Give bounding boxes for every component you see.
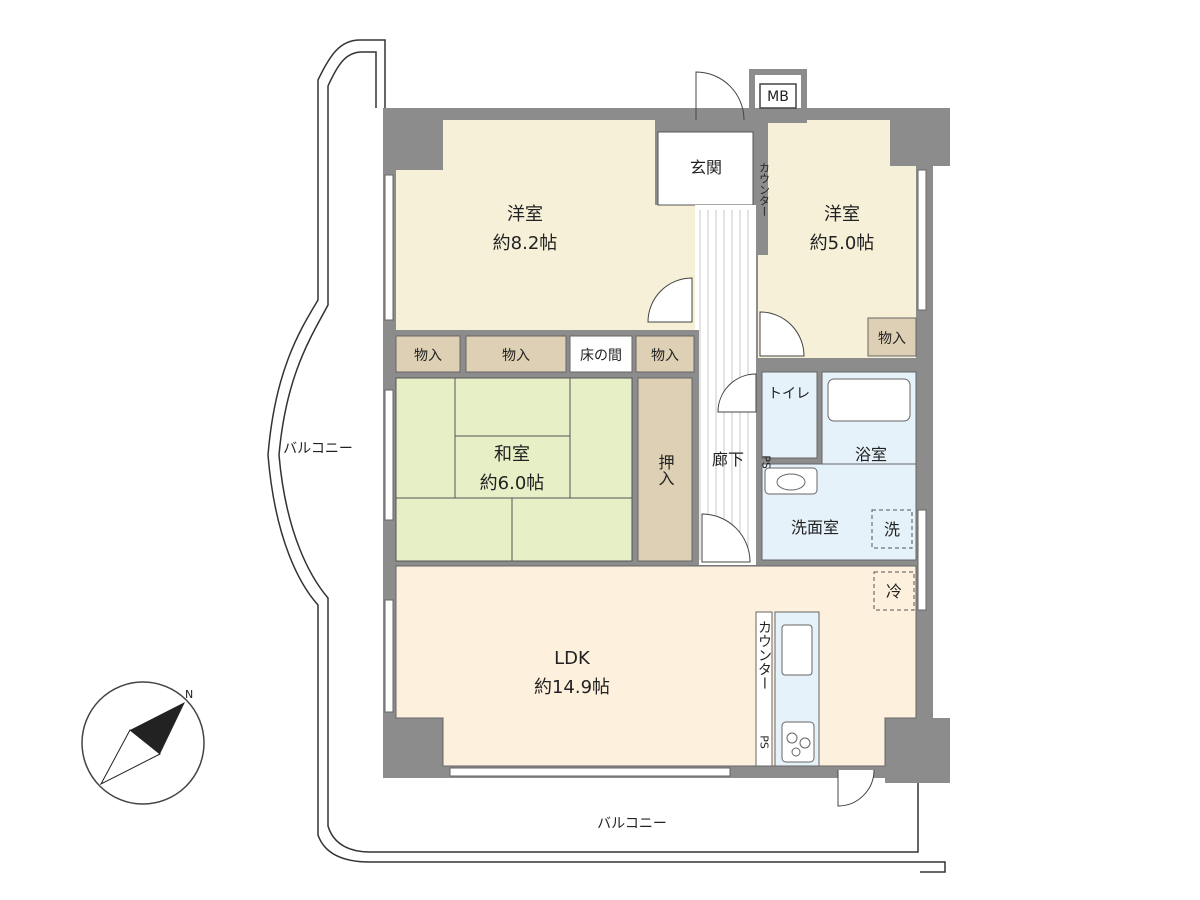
japanese-room-name: 和室	[494, 444, 530, 465]
balcony-outline	[267, 39, 946, 873]
bathtub	[827, 378, 911, 422]
japanese-room	[395, 377, 633, 562]
door-ldk	[701, 513, 751, 563]
oshiire-label: 押入	[656, 454, 675, 486]
counter-kitchen-label: カウンター	[756, 620, 772, 690]
toilet-room	[761, 371, 818, 459]
burner-3	[791, 747, 801, 757]
door-balcony	[837, 769, 875, 807]
entrance	[657, 131, 754, 206]
closet-4-area	[867, 317, 917, 357]
ps-label-1: PS	[760, 455, 773, 469]
sink-basin	[776, 473, 806, 491]
kitchen-sink	[781, 624, 813, 676]
closet-2-area	[465, 335, 567, 373]
counter-strip	[755, 611, 773, 767]
balcony-south-label: バルコニー	[597, 816, 667, 832]
ldk-room	[395, 565, 917, 767]
hallway-label: 廊下	[712, 450, 744, 469]
vanity-sink	[764, 467, 818, 495]
closet-3-area	[635, 335, 695, 373]
western-room-b-name: 洋室	[824, 204, 860, 225]
western-room-a-name: 洋室	[507, 204, 543, 225]
mb-box	[759, 83, 797, 109]
washer-label: 洗	[884, 520, 900, 539]
tokonoma-label: 床の間	[580, 348, 622, 364]
burner-1	[786, 732, 798, 744]
western-room-a-size: 約8.2帖	[493, 233, 558, 254]
mb-label: MB	[767, 89, 789, 105]
door-hall-toilet	[717, 373, 757, 413]
burner-2	[799, 737, 811, 749]
washroom-label: 洗面室	[791, 518, 839, 537]
entrance-door	[695, 71, 745, 121]
toilet-label: トイレ	[768, 386, 810, 402]
mb-wall	[749, 69, 807, 123]
washer-slot	[871, 509, 913, 549]
western-room-a	[396, 120, 695, 330]
compass-needle-south	[99, 729, 161, 786]
ldk-size: 約14.9帖	[534, 677, 610, 698]
compass-north-label: N	[185, 688, 193, 701]
oshiire-area	[637, 377, 693, 562]
japanese-room-size: 約6.0帖	[480, 473, 545, 494]
western-room-b-size: 約5.0帖	[810, 233, 875, 254]
closet-3-label: 物入	[651, 348, 679, 364]
closet-2-label: 物入	[502, 348, 530, 364]
door-western-a	[647, 277, 693, 323]
entrance-label: 玄関	[690, 158, 722, 177]
western-room-b	[758, 120, 916, 358]
tokonoma-area	[569, 335, 633, 373]
stove	[781, 721, 815, 763]
pillar-se	[885, 718, 950, 783]
tatami-lines	[396, 378, 632, 561]
closet-1-label: 物入	[414, 348, 442, 364]
fridge-label: 冷	[886, 582, 902, 601]
closet-4-label: 物入	[878, 331, 906, 347]
windows	[384, 169, 927, 777]
ps-label-2: PS	[758, 735, 771, 749]
pillar-sw	[383, 718, 443, 778]
bath-label: 浴室	[855, 445, 887, 464]
closet-1-area	[395, 335, 461, 373]
counter-top-label: カウンター	[758, 162, 771, 217]
ldk-name: LDK	[554, 648, 591, 669]
compass-circle	[81, 681, 205, 805]
pillar-nw	[383, 108, 443, 168]
balcony-west-label: バルコニー	[283, 441, 353, 457]
compass: N	[81, 681, 205, 805]
door-western-b	[759, 311, 805, 357]
pillar-ne	[890, 108, 950, 166]
fridge-slot	[873, 571, 915, 611]
